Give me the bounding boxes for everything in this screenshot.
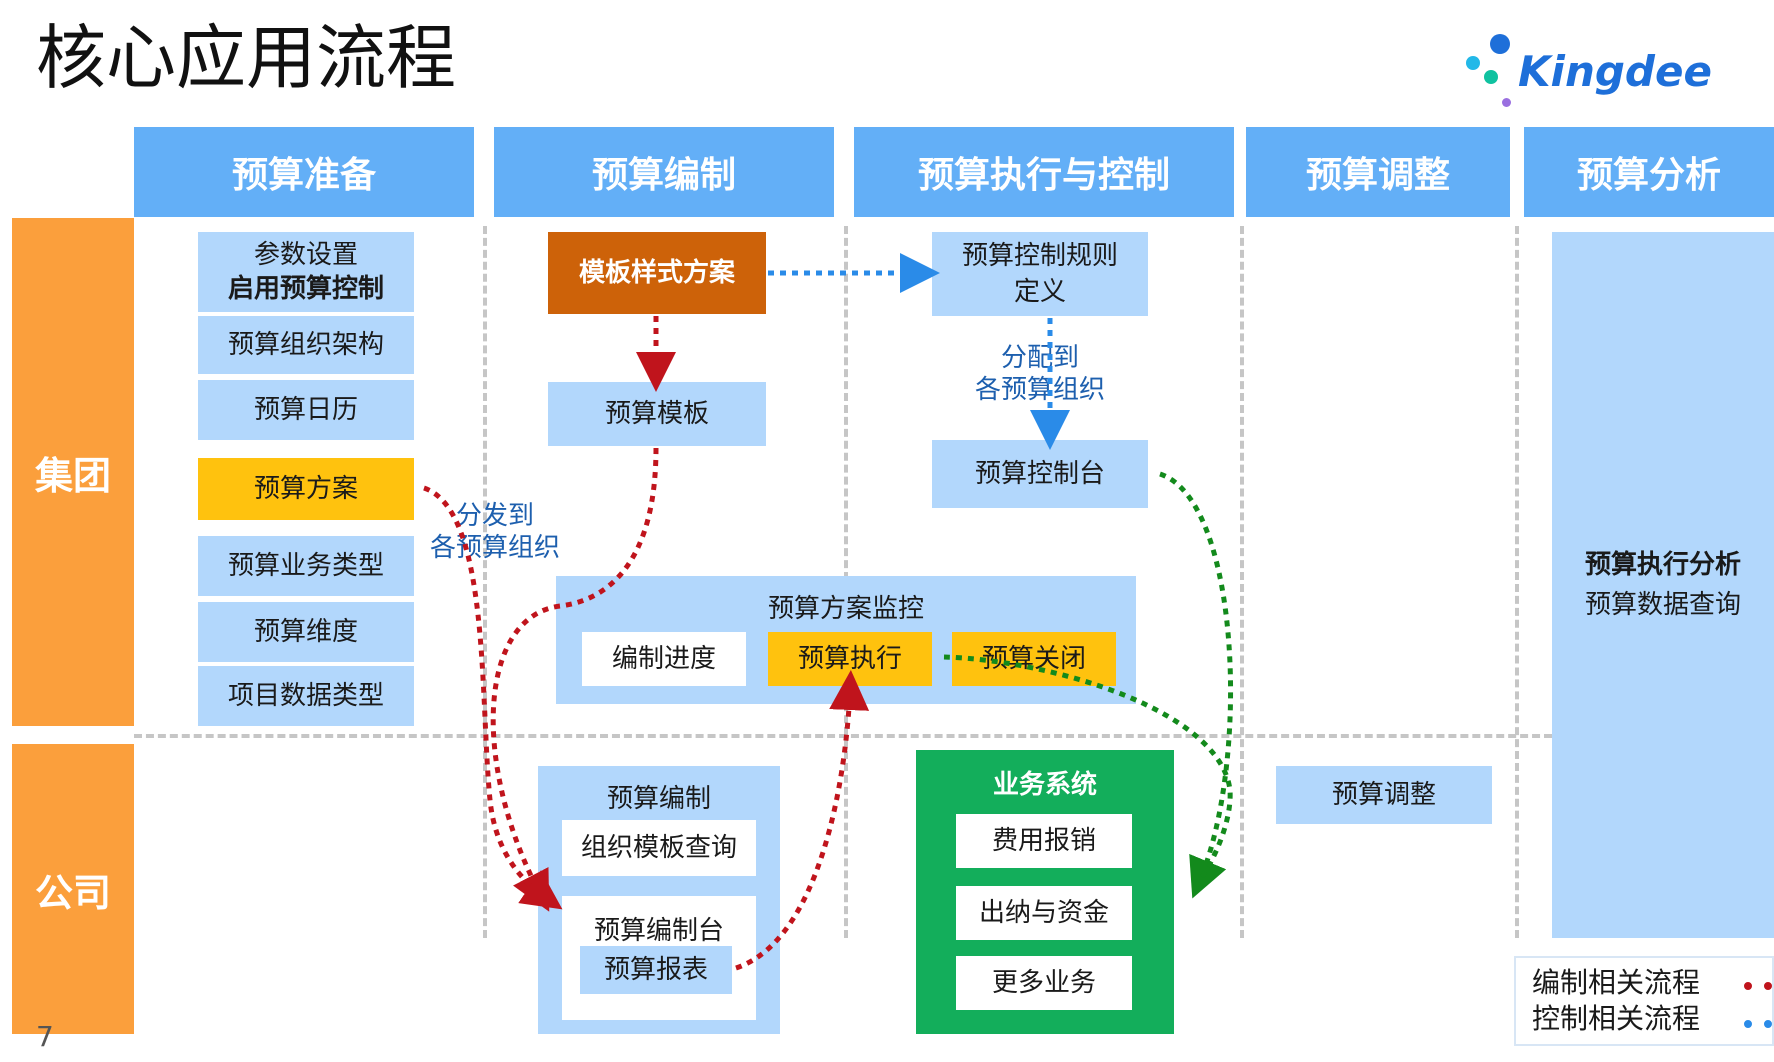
budget-workbench-panel: 预算编制台 预算报表: [562, 896, 756, 1020]
row-divider: [134, 734, 1552, 738]
logo-dot-blue: [1490, 34, 1510, 54]
legend-control-label: 控制相关流程: [1532, 1002, 1701, 1035]
legend: 编制相关流程 控制相关流程: [1514, 956, 1774, 1046]
plan-monitor-title: 预算方案监控: [767, 594, 924, 624]
compile-progress-box: 编制进度: [582, 632, 746, 686]
more-business-box: 更多业务: [956, 956, 1132, 1010]
business-systems-title: 业务系统: [992, 770, 1097, 800]
control-rule-line1: 预算控制规则: [961, 241, 1118, 271]
budget-calendar-box: 预算日历: [198, 380, 414, 440]
page-title: 核心应用流程: [36, 17, 456, 99]
org-template-query-box: 组织模板查询: [562, 820, 756, 876]
company-compile-panel: 预算编制 组织模板查询 预算编制台 预算报表: [538, 766, 780, 1034]
budget-dimension-box: 预算维度: [198, 602, 414, 662]
legend-control-swatch: [1744, 1020, 1772, 1028]
dispatch-note-line1: 分发到: [455, 501, 534, 531]
assign-to-orgs-note: 分配到 各预算组织: [960, 342, 1120, 406]
column-header-compile: 预算编制: [494, 127, 834, 217]
assign-note-line2: 各预算组织: [974, 375, 1105, 405]
page-number: 7: [36, 1020, 54, 1053]
column-header-prep: 预算准备: [134, 127, 474, 217]
budget-org-structure-box: 预算组织架构: [198, 316, 414, 374]
assign-note-line1: 分配到: [1000, 343, 1079, 373]
enable-budget-control-label: 启用预算控制: [227, 274, 384, 304]
budget-control-console-box: 预算控制台: [932, 440, 1148, 508]
control-rule-definition-box: 预算控制规则 定义: [932, 232, 1148, 316]
legend-compile-swatch: [1744, 982, 1772, 990]
plan-monitor-panel: 预算方案监控 编制进度 预算执行 预算关闭: [556, 576, 1136, 704]
business-systems-panel: 业务系统 费用报销 出纳与资金 更多业务: [916, 750, 1174, 1034]
budget-template-box: 预算模板: [548, 382, 766, 446]
expense-reimbursement-box: 费用报销: [956, 814, 1132, 868]
logo-dot-teal: [1484, 70, 1498, 84]
column-header-analysis: 预算分析: [1524, 127, 1774, 217]
template-style-scheme-box: 模板样式方案: [548, 232, 766, 314]
column-divider: [483, 226, 487, 938]
budget-execution-analysis-label: 预算执行分析: [1584, 550, 1741, 580]
budget-plan-box: 预算方案: [198, 458, 414, 520]
project-data-type-box: 项目数据类型: [198, 666, 414, 726]
kingdee-logo: [1460, 34, 1680, 112]
row-label-group: 集团: [12, 218, 134, 726]
column-header-adjust: 预算调整: [1246, 127, 1510, 217]
column-divider: [1515, 226, 1519, 938]
budget-analysis-panel: 预算执行分析 预算数据查询: [1552, 232, 1774, 938]
logo-dot-purple: [1502, 98, 1511, 107]
budget-business-type-box: 预算业务类型: [198, 536, 414, 596]
budget-execute-box: 预算执行: [768, 632, 932, 686]
param-settings-box: 参数设置 启用预算控制: [198, 232, 414, 312]
cashier-funds-box: 出纳与资金: [956, 886, 1132, 940]
column-divider: [1240, 226, 1244, 938]
row-label-company: 公司: [12, 744, 134, 1034]
logo-text: Kingdee: [1518, 47, 1712, 96]
control-rule-line2: 定义: [1013, 277, 1066, 307]
logo-dot-cyan: [1466, 56, 1480, 70]
dispatch-to-orgs-note: 分发到 各预算组织: [420, 500, 570, 564]
dispatch-note-line2: 各预算组织: [429, 533, 560, 563]
budget-workbench-label: 预算编制台: [593, 916, 724, 946]
budget-adjust-box: 预算调整: [1276, 766, 1492, 824]
budget-close-box: 预算关闭: [952, 632, 1116, 686]
column-header-control: 预算执行与控制: [854, 127, 1234, 217]
company-compile-title: 预算编制: [606, 784, 711, 814]
budget-data-query-label: 预算数据查询: [1584, 590, 1741, 620]
legend-compile-label: 编制相关流程: [1532, 966, 1701, 999]
param-settings-label: 参数设置: [253, 240, 358, 270]
budget-report-box: 预算报表: [580, 946, 732, 994]
